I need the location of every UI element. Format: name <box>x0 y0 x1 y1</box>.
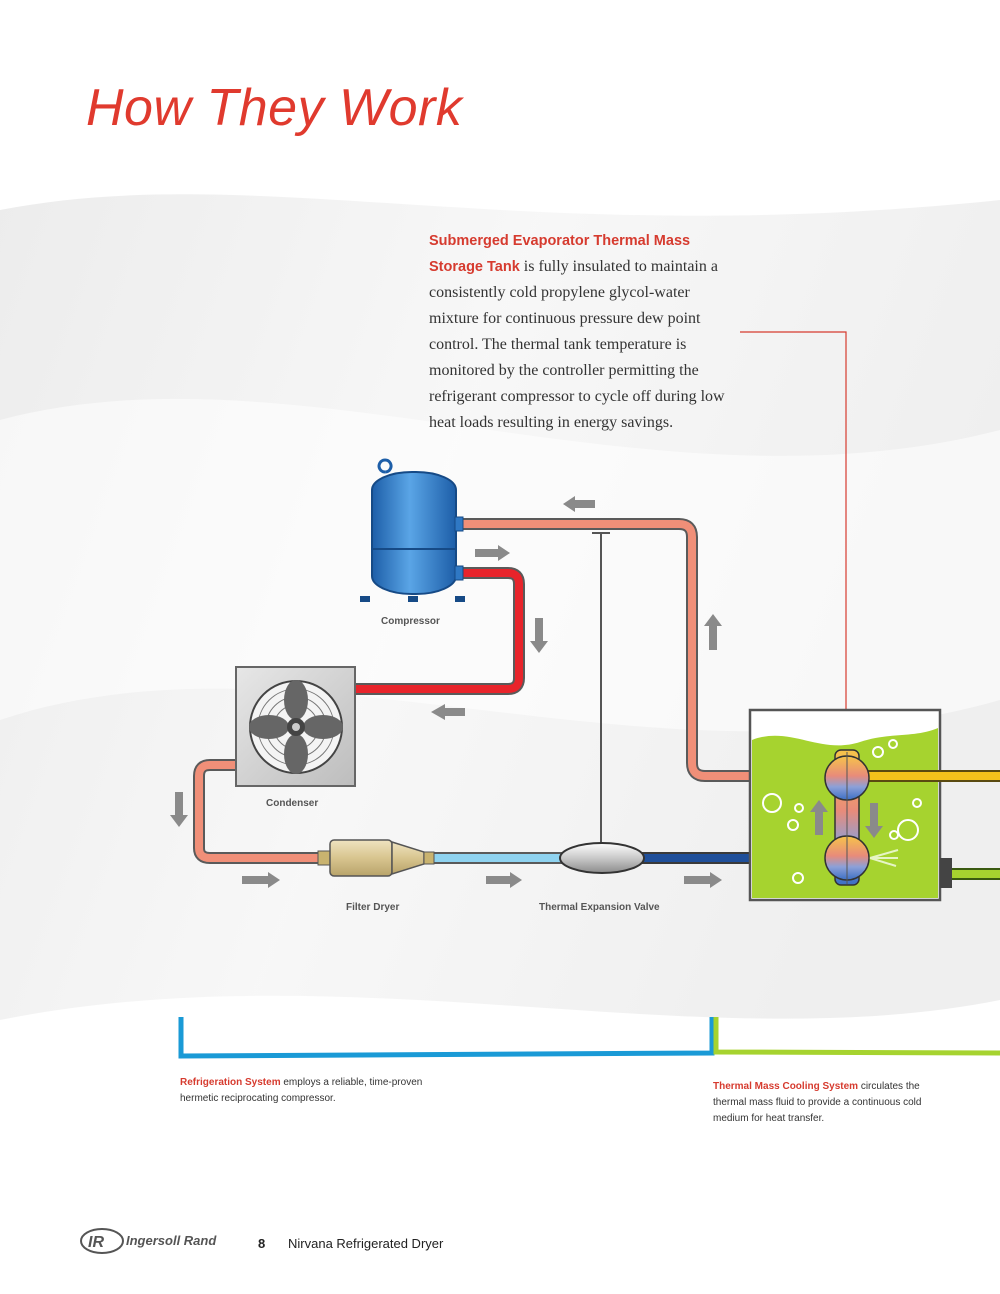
thermal-expansion-valve <box>559 842 645 874</box>
filter-dryer-label: Filter Dryer <box>346 902 400 913</box>
ir-logo-mark: IR <box>88 1234 104 1251</box>
thermal-mass-caption-highlight: Thermal Mass Cooling System <box>713 1081 859 1092</box>
compressor <box>360 458 465 602</box>
refrigeration-caption-body: employs a reliable, time-proven hermetic… <box>180 1077 423 1104</box>
refrigeration-system-caption: Refrigeration System employs a reliable,… <box>180 1075 450 1107</box>
ingersoll-rand-logo: IR Ingersoll Rand <box>80 1226 220 1256</box>
callout-pointer <box>740 331 852 729</box>
tank-callout-highlight: Submerged Evaporator Thermal Mass Storag… <box>429 233 691 275</box>
condenser-label: Condenser <box>266 798 319 809</box>
thermal-mass-tank <box>748 708 1000 902</box>
page-number: 8 <box>258 1236 266 1251</box>
brand-name: Ingersoll Rand <box>126 1233 217 1248</box>
refrigeration-caption-highlight: Refrigeration System <box>180 1077 281 1088</box>
filter-dryer <box>317 839 435 877</box>
expansion-valve-label: Thermal Expansion Valve <box>539 902 660 913</box>
page-title: How They Work <box>86 79 463 137</box>
thermal-mass-caption-body: circulates the thermal mass fluid to pro… <box>713 1081 922 1124</box>
document-title: Nirvana Refrigerated Dryer <box>288 1236 444 1251</box>
condenser <box>235 666 356 787</box>
thermal-mass-caption: Thermal Mass Cooling System circulates t… <box>713 1079 938 1127</box>
system-brackets <box>178 1017 1000 1059</box>
compressor-label: Compressor <box>381 616 440 627</box>
tank-callout-text: Submerged Evaporator Thermal Mass Storag… <box>429 228 739 436</box>
tank-callout-body: is fully insulated to maintain a consist… <box>429 258 725 431</box>
sensing-bulb-line <box>592 532 610 845</box>
ir-logo-icon: IR <box>80 1228 124 1254</box>
flow-arrows <box>170 496 722 888</box>
